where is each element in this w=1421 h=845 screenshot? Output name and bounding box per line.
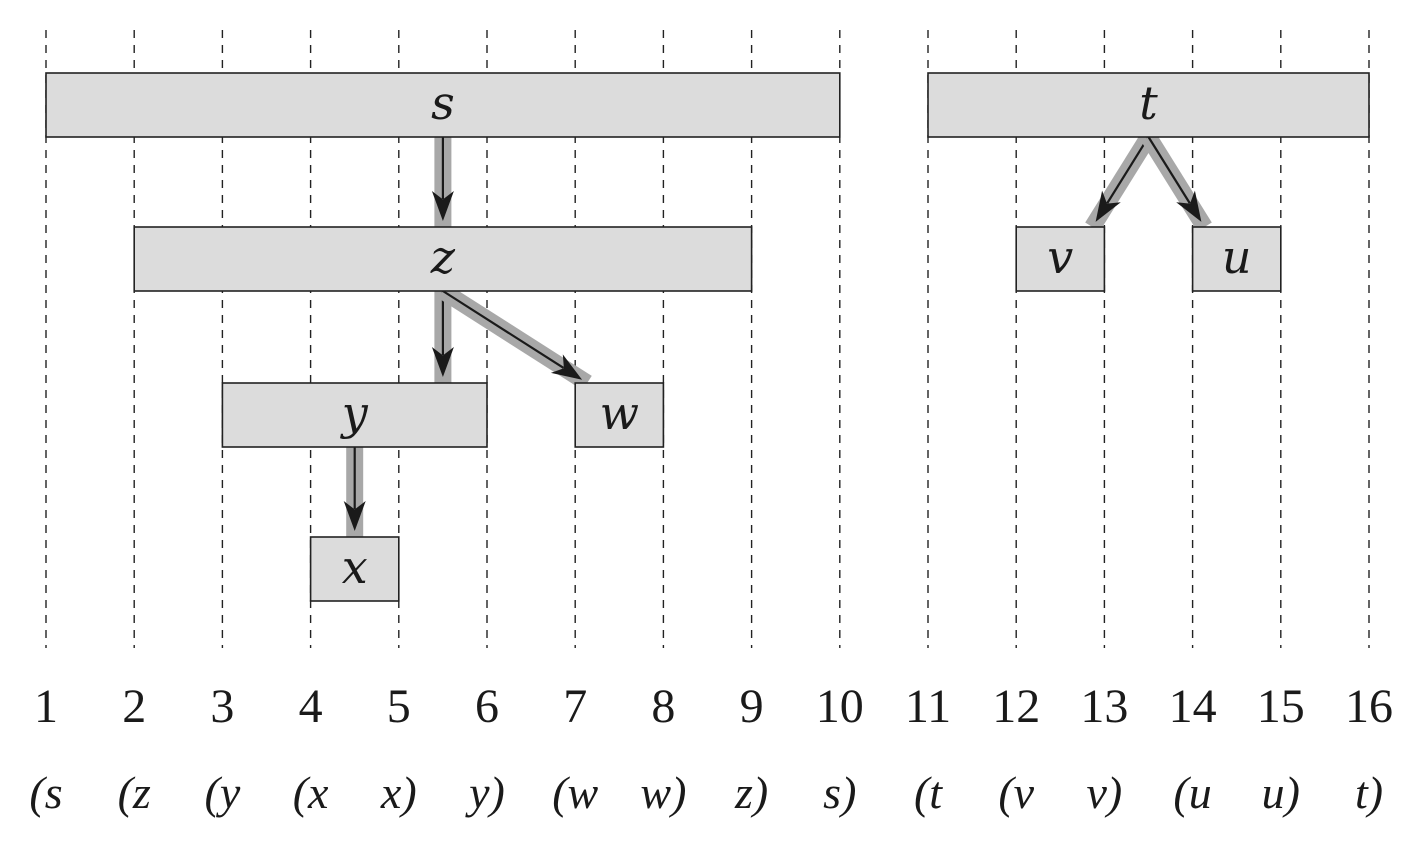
paren-label-14: (u bbox=[1173, 767, 1211, 818]
paren-label-8: w) bbox=[640, 767, 686, 818]
edge-arrowhead-z-y bbox=[431, 347, 454, 377]
paren-label-9: z) bbox=[734, 767, 768, 818]
edge-arrowhead-s-z bbox=[431, 191, 454, 221]
time-label-10: 10 bbox=[816, 680, 864, 733]
edge-t-v bbox=[1085, 132, 1156, 232]
paren-label-4: (x bbox=[293, 767, 329, 818]
paren-label-2: (z bbox=[118, 767, 151, 818]
time-label-15: 15 bbox=[1257, 680, 1305, 733]
paren-label-7: (w bbox=[552, 767, 598, 818]
time-label-13: 13 bbox=[1080, 680, 1128, 733]
paren-label-13: v) bbox=[1087, 767, 1123, 818]
interval-box-z bbox=[133, 226, 753, 292]
interval-box-x bbox=[309, 536, 400, 602]
node-label-x: x bbox=[342, 540, 368, 594]
interval-box-u bbox=[1191, 226, 1282, 292]
paren-label-10: s) bbox=[823, 767, 856, 818]
node-label-v: v bbox=[1047, 230, 1073, 284]
node-label-y: y bbox=[340, 386, 369, 440]
interval-box-s bbox=[45, 72, 841, 138]
edge-arrowhead-t-u bbox=[1176, 190, 1202, 222]
paren-label-16: t) bbox=[1355, 767, 1383, 818]
interval-boxes bbox=[45, 72, 1370, 602]
node-label-w: w bbox=[600, 386, 639, 440]
time-label-5: 5 bbox=[387, 680, 411, 733]
interval-box-y bbox=[221, 382, 488, 448]
tree-edges bbox=[343, 132, 1212, 537]
time-label-11: 11 bbox=[905, 680, 951, 733]
paren-label-15: u) bbox=[1262, 767, 1300, 818]
interval-box-w bbox=[574, 382, 665, 448]
edge-s-z bbox=[431, 137, 454, 227]
edge-y-x bbox=[343, 447, 366, 537]
time-label-8: 8 bbox=[651, 680, 675, 733]
node-label-t: t bbox=[1139, 76, 1158, 130]
edge-arrow-line-t-u bbox=[1147, 136, 1191, 204]
paren-label-1: (s bbox=[29, 767, 62, 818]
paren-label-5: x) bbox=[380, 767, 417, 818]
time-label-6: 6 bbox=[475, 680, 499, 733]
time-label-1: 1 bbox=[34, 680, 58, 733]
edge-arrowhead-z-w bbox=[550, 354, 583, 380]
node-label-u: u bbox=[1222, 230, 1252, 284]
time-label-2: 2 bbox=[122, 680, 146, 733]
time-label-4: 4 bbox=[299, 680, 323, 733]
paren-label-11: (t bbox=[914, 767, 943, 818]
edge-arrow-line-z-w bbox=[442, 290, 565, 369]
node-label-z: z bbox=[430, 230, 456, 284]
paren-label-3: (y bbox=[205, 767, 241, 818]
time-label-12: 12 bbox=[992, 680, 1040, 733]
time-label-7: 7 bbox=[563, 680, 587, 733]
node-label-s: s bbox=[431, 76, 455, 130]
edge-arrow-line-t-v bbox=[1106, 136, 1150, 204]
interval-box-t bbox=[927, 72, 1370, 138]
time-label-16: 16 bbox=[1345, 680, 1393, 733]
time-label-14: 14 bbox=[1169, 680, 1217, 733]
paren-label-6: y) bbox=[465, 767, 505, 818]
time-label-3: 3 bbox=[210, 680, 234, 733]
time-label-9: 9 bbox=[740, 680, 764, 733]
edge-t-u bbox=[1141, 132, 1212, 232]
edge-z-y bbox=[431, 291, 454, 383]
interval-box-v bbox=[1015, 226, 1106, 292]
paren-label-12: (v bbox=[998, 767, 1034, 818]
edge-arrowhead-y-x bbox=[343, 501, 366, 531]
node-labels: s z y x w t v u bbox=[340, 76, 1252, 594]
edge-arrowhead-t-v bbox=[1095, 190, 1121, 222]
edge-z-w bbox=[438, 283, 592, 391]
parenthesis-labels: (s (z (y (x x) y) (w w) z) s) (t (v v) (u u) t) bbox=[29, 767, 1383, 818]
